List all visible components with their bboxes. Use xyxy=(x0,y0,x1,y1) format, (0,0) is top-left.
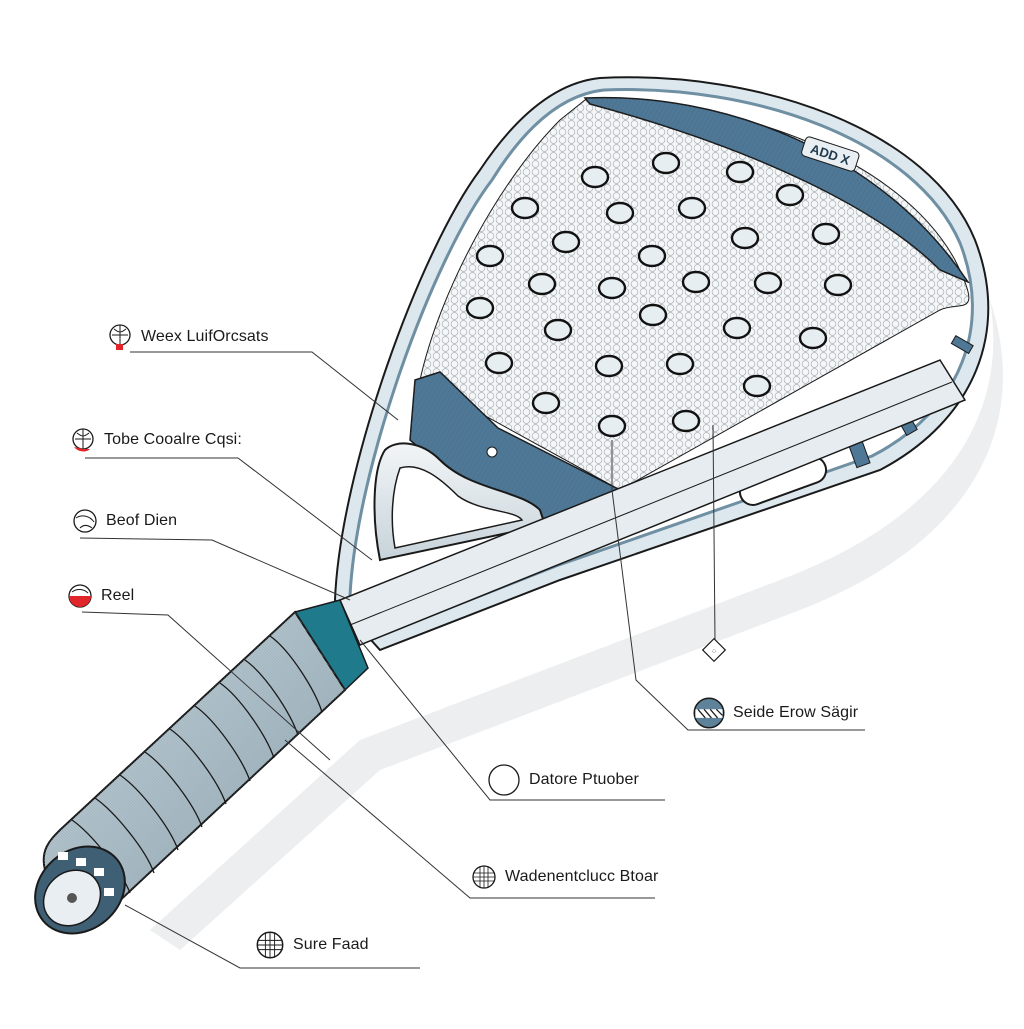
butt-cap xyxy=(34,845,126,935)
grid-globe-icon xyxy=(256,931,284,959)
callout-label: Beof Dien xyxy=(106,512,178,529)
callout-seide: Seide Erow Sägir xyxy=(693,697,858,729)
callout-wadenent: Wadenentclucc Btoar xyxy=(471,864,658,890)
striped-circle-icon xyxy=(693,697,725,729)
leader-lines xyxy=(79,351,865,969)
callout-label: Sure Faad xyxy=(293,936,369,953)
callout-datore: Datore Ptuober xyxy=(487,763,639,797)
callout-beof: Beof Dien xyxy=(72,508,177,534)
racket-grip xyxy=(34,610,347,935)
hitting-surface: ADD X xyxy=(419,96,971,491)
callout-label: Wadenentclucc Btoar xyxy=(505,868,659,885)
globe-red-marker-icon xyxy=(72,428,94,452)
grid-globe-icon xyxy=(472,865,496,889)
empty-circle-icon xyxy=(488,764,520,796)
callout-sure: Sure Faad xyxy=(255,930,369,960)
ball-red-icon xyxy=(68,584,92,608)
callout-label: Seide Erow Sägir xyxy=(733,704,859,721)
svg-text:⁘: ⁘ xyxy=(711,647,718,656)
globe-red-marker-icon xyxy=(109,324,131,350)
callout-weex: Weex LuifOrcsats xyxy=(107,324,269,350)
callout-label: Tobe Cooalre Cqsi: xyxy=(104,431,242,448)
ball-outline-icon xyxy=(73,509,97,533)
drop-shadow xyxy=(150,300,1003,950)
diamond-marker-icon: ⁘ xyxy=(701,637,727,663)
callout-label: Reel xyxy=(101,587,135,604)
face-holes xyxy=(465,151,853,438)
racket-throat xyxy=(373,371,622,562)
callout-label: Weex LuifOrcsats xyxy=(141,328,269,345)
callout-seel: Reel xyxy=(67,583,134,609)
callout-toe: Tobe Cooalre Cqsi: xyxy=(70,427,242,453)
callout-label: Datore Ptuober xyxy=(529,771,639,788)
